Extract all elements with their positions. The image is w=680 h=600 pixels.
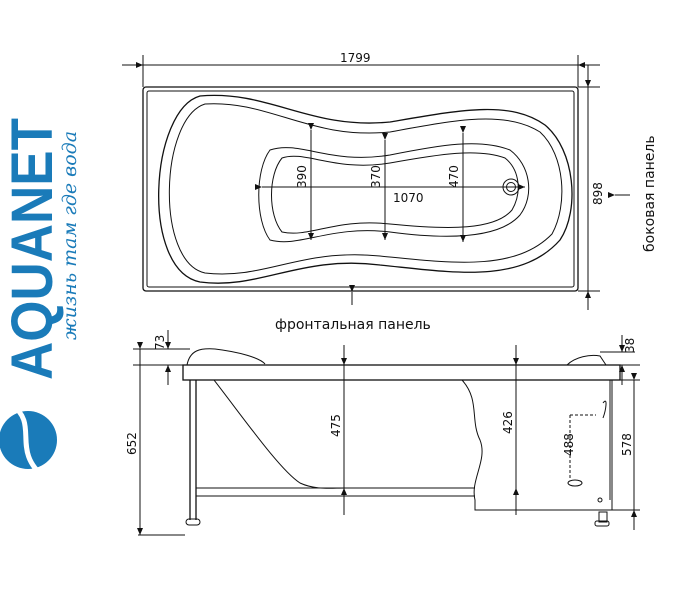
dim-inner-length: 1070 [393,191,424,205]
dim-headrest: 73 [153,335,167,350]
dim-rim-right: 38 [623,338,637,353]
dim-depth-1: 390 [295,165,309,188]
side-panel-label: боковая панель [642,135,658,252]
dim-left-depth: 475 [329,414,343,437]
logo-drop-icon [0,402,57,480]
dim-right-height: 578 [620,433,634,456]
dim-length: 1799 [340,51,371,65]
dim-total-height: 652 [125,432,139,455]
aquanet-logo: AQUANET жизнь там где вода [0,118,81,480]
dim-depth-2: 370 [369,165,383,188]
dim-right-depth: 426 [501,411,515,434]
top-view: 1799 898 1070 390 370 470 боковая панель… [122,51,658,333]
side-view: 652 73 475 426 488 578 38 [125,330,640,536]
front-panel-label: фронтальная панель [275,317,431,333]
dim-width: 898 [591,182,605,205]
dim-depth-3: 470 [447,165,461,188]
brand-tagline: жизнь там где вода [59,131,81,340]
brand-name: AQUANET [0,118,65,380]
dim-overflow-height: 488 [562,433,576,456]
